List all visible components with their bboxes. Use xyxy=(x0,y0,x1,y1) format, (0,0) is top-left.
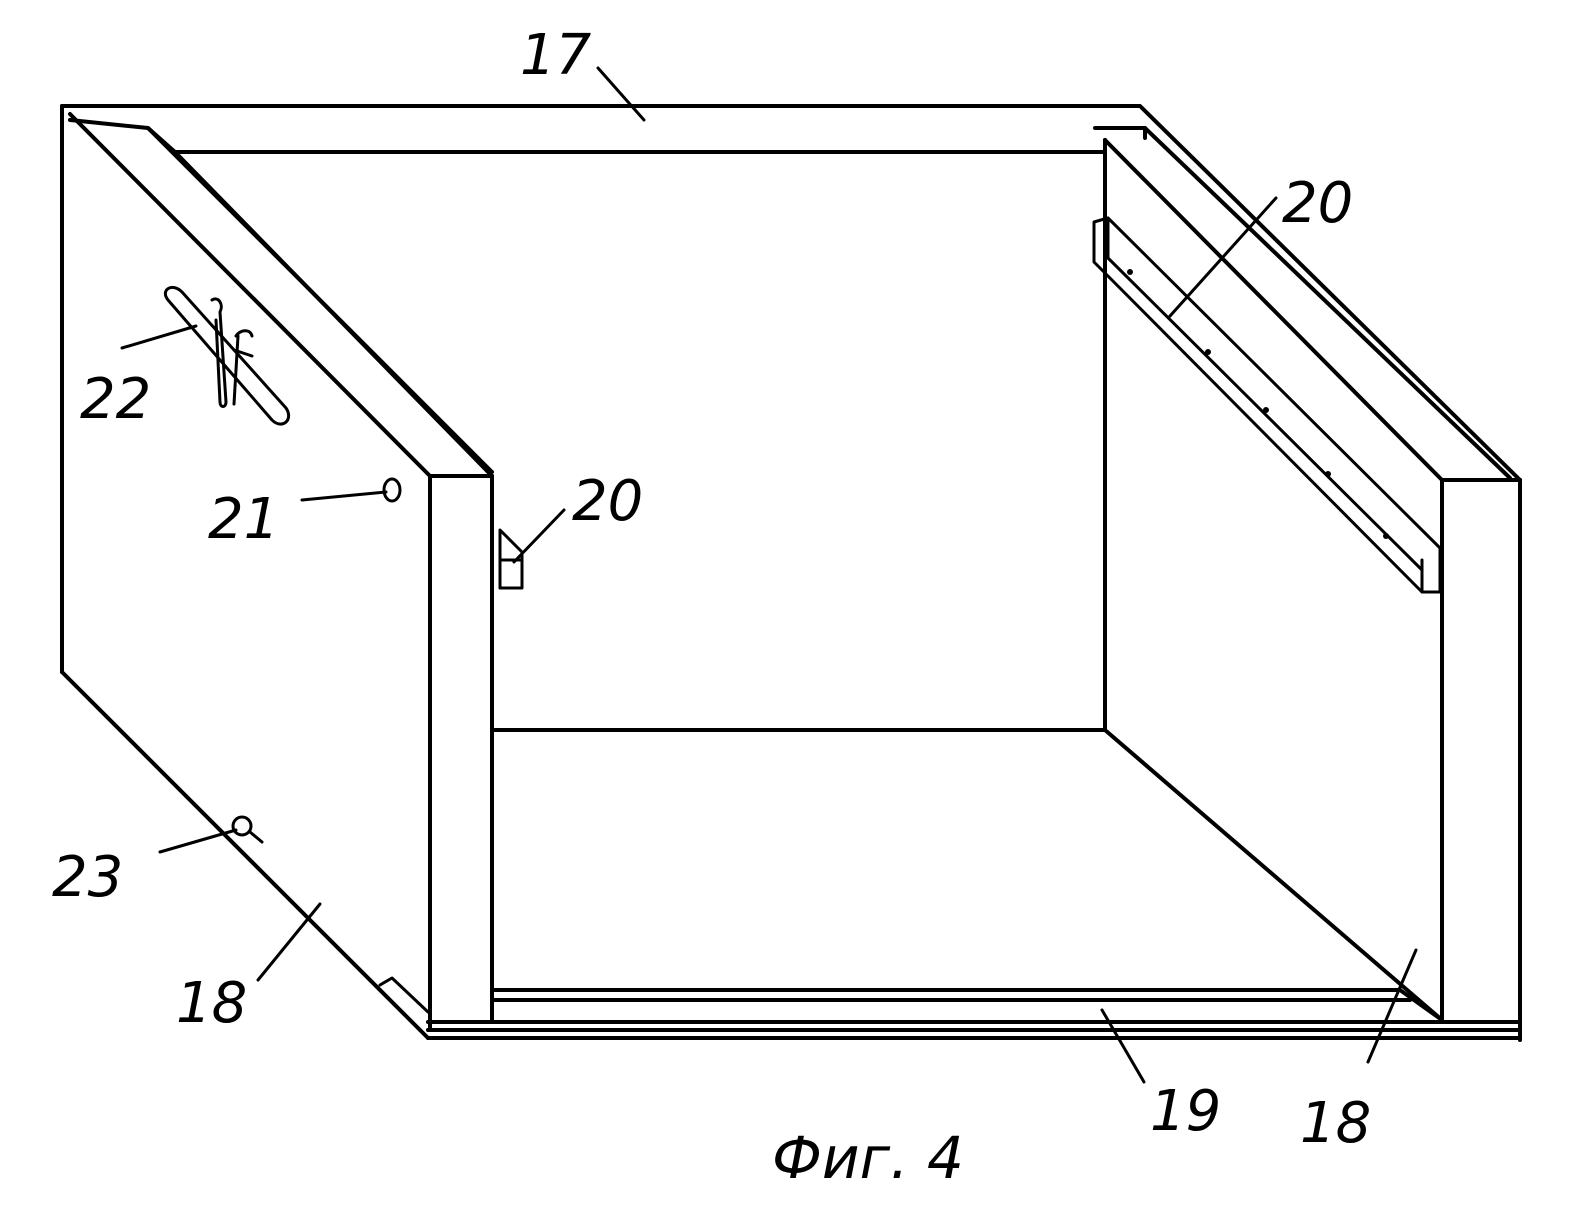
right-side-panel xyxy=(1103,126,1522,1042)
label-19: 19 xyxy=(1150,1079,1221,1144)
label-18-right: 18 xyxy=(1300,1091,1371,1156)
label-21: 21 xyxy=(208,487,279,552)
latch-handle xyxy=(163,286,291,426)
bottom-panel xyxy=(426,728,1522,1040)
pin-21 xyxy=(382,477,402,503)
leader-lines xyxy=(120,66,1418,1084)
right-guide-rail xyxy=(1092,216,1442,594)
label-18-left: 18 xyxy=(176,971,247,1036)
left-guide-block xyxy=(498,528,524,590)
label-22: 22 xyxy=(80,367,151,432)
left-side-panel xyxy=(60,104,494,1040)
label-20-lower: 20 xyxy=(572,469,643,534)
label-23: 23 xyxy=(52,845,123,910)
pin-23 xyxy=(231,815,264,844)
label-20-upper: 20 xyxy=(1282,171,1353,236)
figure-caption: Фиг. 4 xyxy=(772,1124,964,1192)
label-17: 17 xyxy=(520,23,592,88)
